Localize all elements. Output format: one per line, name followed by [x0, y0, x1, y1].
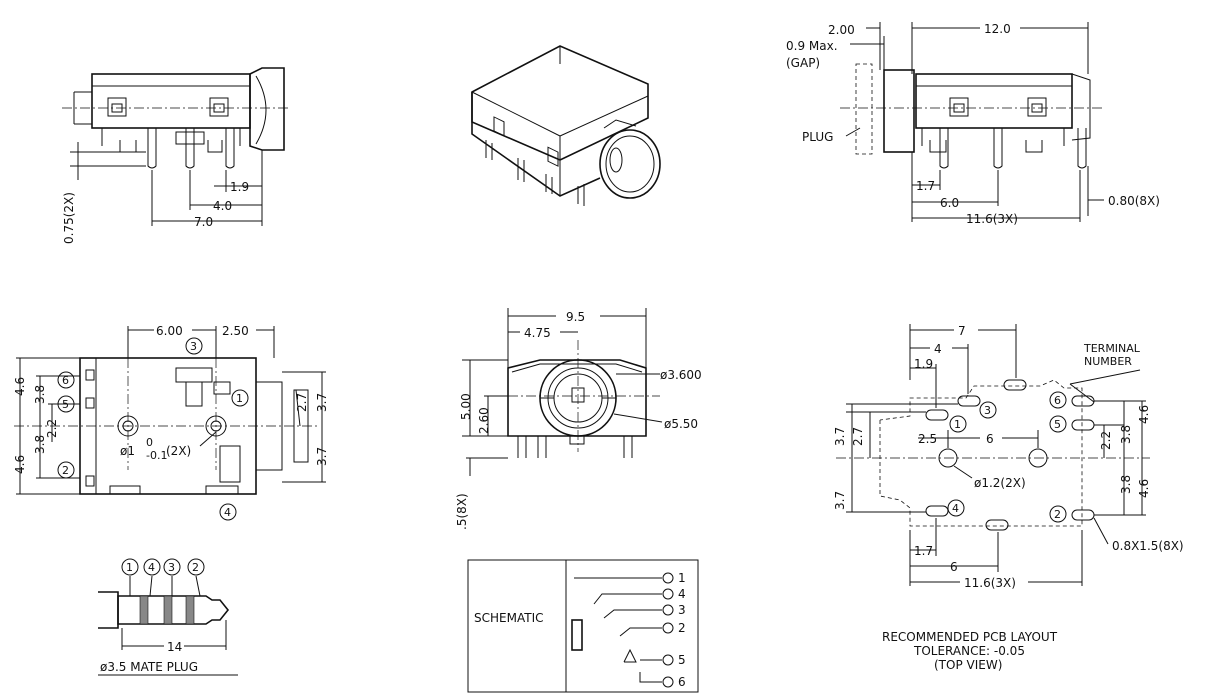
pcb-dim-6-top: 6 — [986, 432, 994, 446]
schematic-label: SCHEMATIC — [474, 611, 543, 625]
pcb-pin-1: 1 — [954, 418, 961, 431]
front-view: 9.5 4.75 5.00 2.60 ø3.600 ø5.50 .5(8X) — [455, 308, 702, 530]
pcb-pin-4: 4 — [952, 502, 959, 515]
terminal-label-line1: TERMINAL — [1083, 342, 1141, 355]
pcb-dim-11-6-3x: 11.6(3X) — [964, 576, 1016, 590]
hole-dim-count: (2X) — [166, 444, 191, 458]
dim-2-00: 2.00 — [828, 23, 855, 37]
dim-3-7-top: 3.7 — [315, 393, 329, 412]
pcb-dim-6-bottom: 6 — [950, 560, 958, 574]
pcb-dim-7: 7 — [958, 324, 966, 338]
dim-0-80-8x: 0.80(8X) — [1108, 194, 1160, 208]
schematic-pin-4: 4 — [678, 587, 686, 601]
plug-length: 14 — [167, 640, 182, 654]
schematic-pin-1: 1 — [678, 571, 686, 585]
dim-4-75: 4.75 — [524, 326, 551, 340]
schematic-pin-3: 3 — [678, 603, 686, 617]
plug-pin-4: 4 — [148, 561, 155, 574]
plug-label: PLUG — [802, 130, 833, 144]
dim-11-6-3x: 11.6(3X) — [966, 212, 1018, 226]
dim-1-7: 1.7 — [916, 179, 935, 193]
dim-2-50: 2.50 — [222, 324, 249, 338]
dim-4-6-top: 4.6 — [13, 377, 27, 396]
bottom-pin-markers: 1 2 3 4 5 6 — [57, 337, 249, 521]
dim-5-00: 5.00 — [459, 393, 473, 420]
dim-4-0: 4.0 — [213, 199, 232, 213]
pcb-dim-3-7-top: 3.7 — [833, 427, 847, 446]
dim-9-5: 9.5 — [566, 310, 585, 324]
pcb-dim-3-8-bottom: 3.8 — [1119, 475, 1133, 494]
pcb-caption-line1: RECOMMENDED PCB LAYOUT — [882, 630, 1058, 644]
mate-plug-view: 14 1 4 3 2 ø3.5 MATE PLUG — [98, 558, 238, 676]
side-view-right: 2.00 0.9 Max. (GAP) PLUG 12.0 1.7 6.0 11… — [786, 22, 1160, 226]
pcb-pin-6: 6 — [1054, 394, 1061, 407]
pcb-dim-3-8-top: 3.8 — [1119, 425, 1133, 444]
pcb-dim-3-7-bottom: 3.7 — [833, 491, 847, 510]
dim-4-6-bottom: 4.6 — [13, 455, 27, 474]
side-view-left: 1.9 4.0 7.0 0.75(2X) — [62, 67, 290, 244]
schematic-pin-2: 2 — [678, 621, 686, 635]
dim-0-75-2x: 0.75(2X) — [62, 192, 76, 244]
hole-dim-sub: -0.1 — [146, 449, 167, 462]
dim-6-00: 6.00 — [156, 324, 183, 338]
bottom-view: 6.00 2.50 4.6 3.8 2.2 3.8 4.6 2.7 3.7 3.… — [13, 324, 329, 521]
pcb-dim-4-6-bottom: 4.6 — [1137, 479, 1151, 498]
hole-dim-sup: 0 — [146, 436, 153, 449]
dim-dia-3-600: ø3.600 — [660, 368, 702, 382]
dim-3-7-bottom: 3.7 — [315, 447, 329, 466]
pcb-dim-0-8x1-5: 0.8X1.5(8X) — [1112, 539, 1184, 553]
dim-1-5-8x: .5(8X) — [455, 493, 469, 530]
plug-pin-2: 2 — [192, 561, 199, 574]
pcb-dim-1-7: 1.7 — [914, 544, 933, 558]
pcb-pin-3: 3 — [984, 404, 991, 417]
bottom-pin-2: 2 — [62, 464, 69, 477]
dim-3-8-bottom: 3.8 — [33, 435, 47, 454]
pcb-dim-dia-1-2: ø1.2(2X) — [974, 476, 1026, 490]
bottom-pin-5: 5 — [62, 398, 69, 411]
plug-pin-3: 3 — [168, 561, 175, 574]
bottom-pin-3: 3 — [190, 340, 197, 353]
pcb-dim-2-2: 2.2 — [1099, 431, 1113, 450]
plug-pin-markers: 1 4 3 2 — [121, 558, 205, 576]
terminal-label-line2: NUMBER — [1084, 355, 1132, 368]
pcb-dim-2-5: 2.5 — [918, 432, 937, 446]
plug-caption: ø3.5 MATE PLUG — [100, 660, 198, 674]
schematic-terminals: 1 4 3 2 5 6 — [662, 571, 686, 689]
schematic-pin-5: 5 — [678, 653, 686, 667]
bottom-pin-4: 4 — [224, 506, 231, 519]
pcb-pin-5: 5 — [1054, 418, 1061, 431]
dim-6-0: 6.0 — [940, 196, 959, 210]
gap-label-line2: (GAP) — [786, 56, 820, 70]
schematic-view: SCHEMATIC 1 4 3 2 5 6 — [467, 559, 699, 693]
pcb-dim-4-6-top: 4.6 — [1137, 405, 1151, 424]
pcb-pin-markers: 1 2 3 4 5 6 — [947, 391, 1067, 523]
pcb-dim-1-9: 1.9 — [914, 357, 933, 371]
isometric-view — [471, 45, 661, 206]
schematic-pin-6: 6 — [678, 675, 686, 689]
pcb-layout: 7 4 1.9 3.7 2.7 2.5 6 ø1.2(2X) 3.7 2.2 3… — [833, 324, 1184, 672]
bottom-pin-6: 6 — [62, 374, 69, 387]
dim-7-0: 7.0 — [194, 215, 213, 229]
dim-2-2: 2.2 — [45, 419, 59, 438]
dim-2-60: 2.60 — [477, 407, 491, 434]
plug-pin-1: 1 — [126, 561, 133, 574]
hole-dim-main: ø1 — [120, 444, 135, 458]
dim-12-0: 12.0 — [984, 22, 1011, 36]
pcb-caption-line2: TOLERANCE: -0.05 — [913, 644, 1025, 658]
dim-dia-5-50: ø5.50 — [664, 417, 698, 431]
pcb-pin-2: 2 — [1054, 508, 1061, 521]
bottom-pin-1: 1 — [236, 392, 243, 405]
pcb-dim-2-7: 2.7 — [851, 427, 865, 446]
dim-3-8-top: 3.8 — [33, 385, 47, 404]
gap-label-line1: 0.9 Max. — [786, 39, 838, 53]
pcb-dim-4: 4 — [934, 342, 942, 356]
pcb-caption-line3: (TOP VIEW) — [934, 658, 1002, 672]
dim-1-9: 1.9 — [230, 180, 249, 194]
dim-2-7: 2.7 — [295, 393, 309, 412]
